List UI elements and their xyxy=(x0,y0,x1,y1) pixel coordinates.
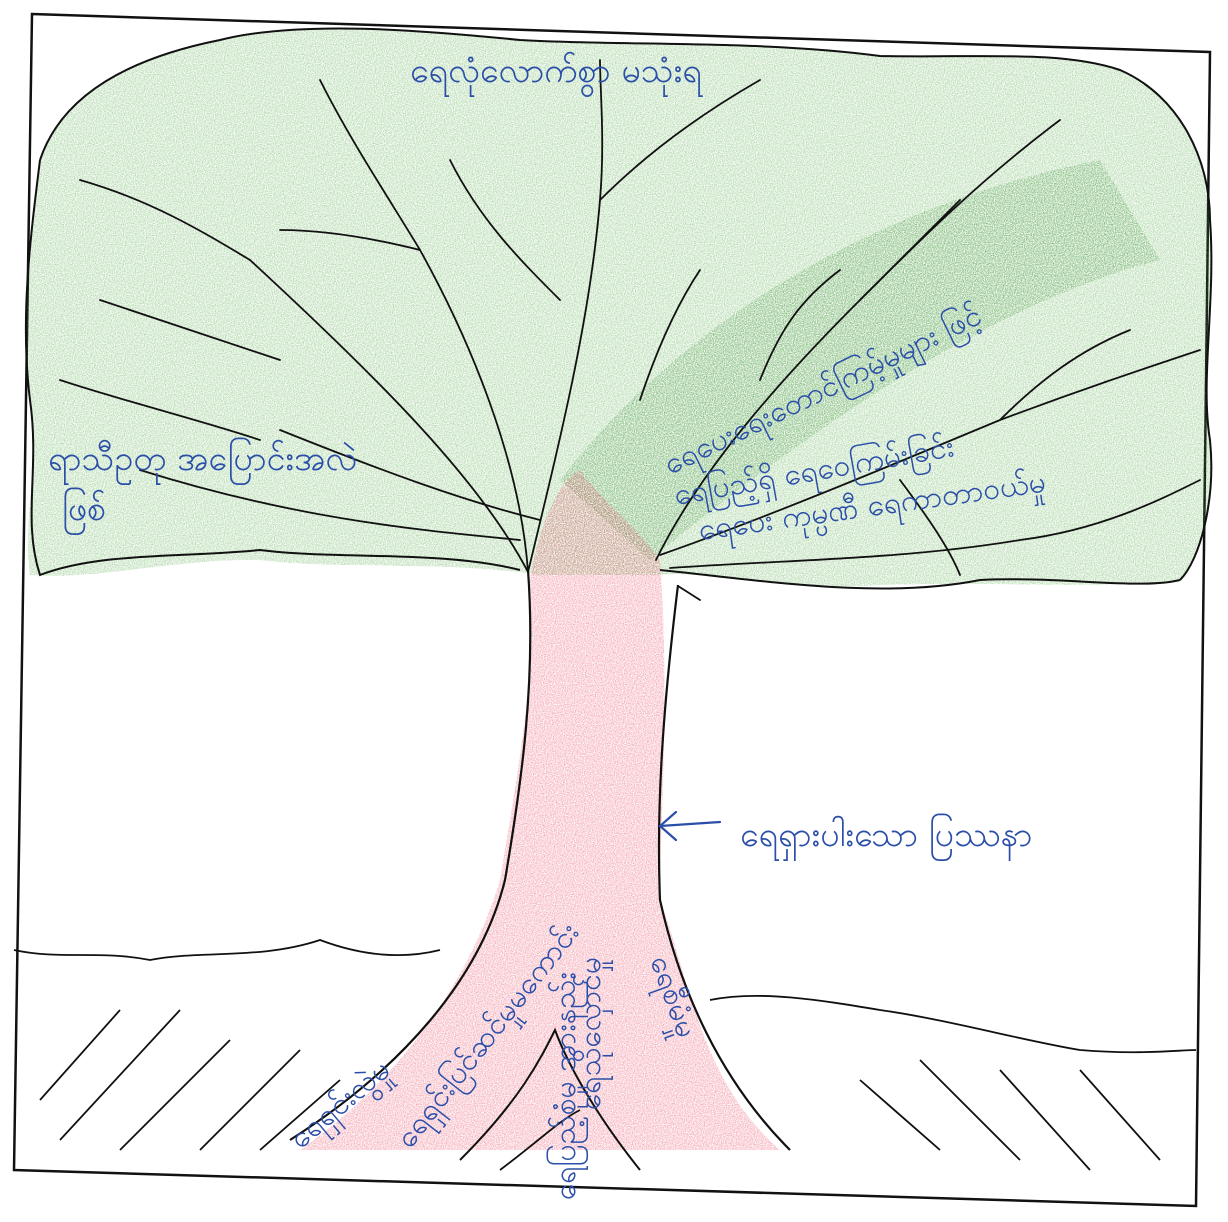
label-root-4: ရေသိုလှောင်မှု xyxy=(573,957,614,1110)
hill-right xyxy=(710,996,1196,1052)
label-problem: ရေရှားပါးသော ပြဿနာ xyxy=(740,815,1032,861)
canopy xyxy=(26,28,1212,588)
hill-left xyxy=(14,940,440,960)
label-top: ရေလုံလောက်စွာ မသုံးရ xyxy=(410,51,703,97)
label-left-mid-2: ဖြစ် xyxy=(62,489,106,535)
label-left-mid-1: ရာသီဥတု အပြောင်းအလဲ xyxy=(48,439,357,485)
arrow-icon xyxy=(660,812,720,840)
